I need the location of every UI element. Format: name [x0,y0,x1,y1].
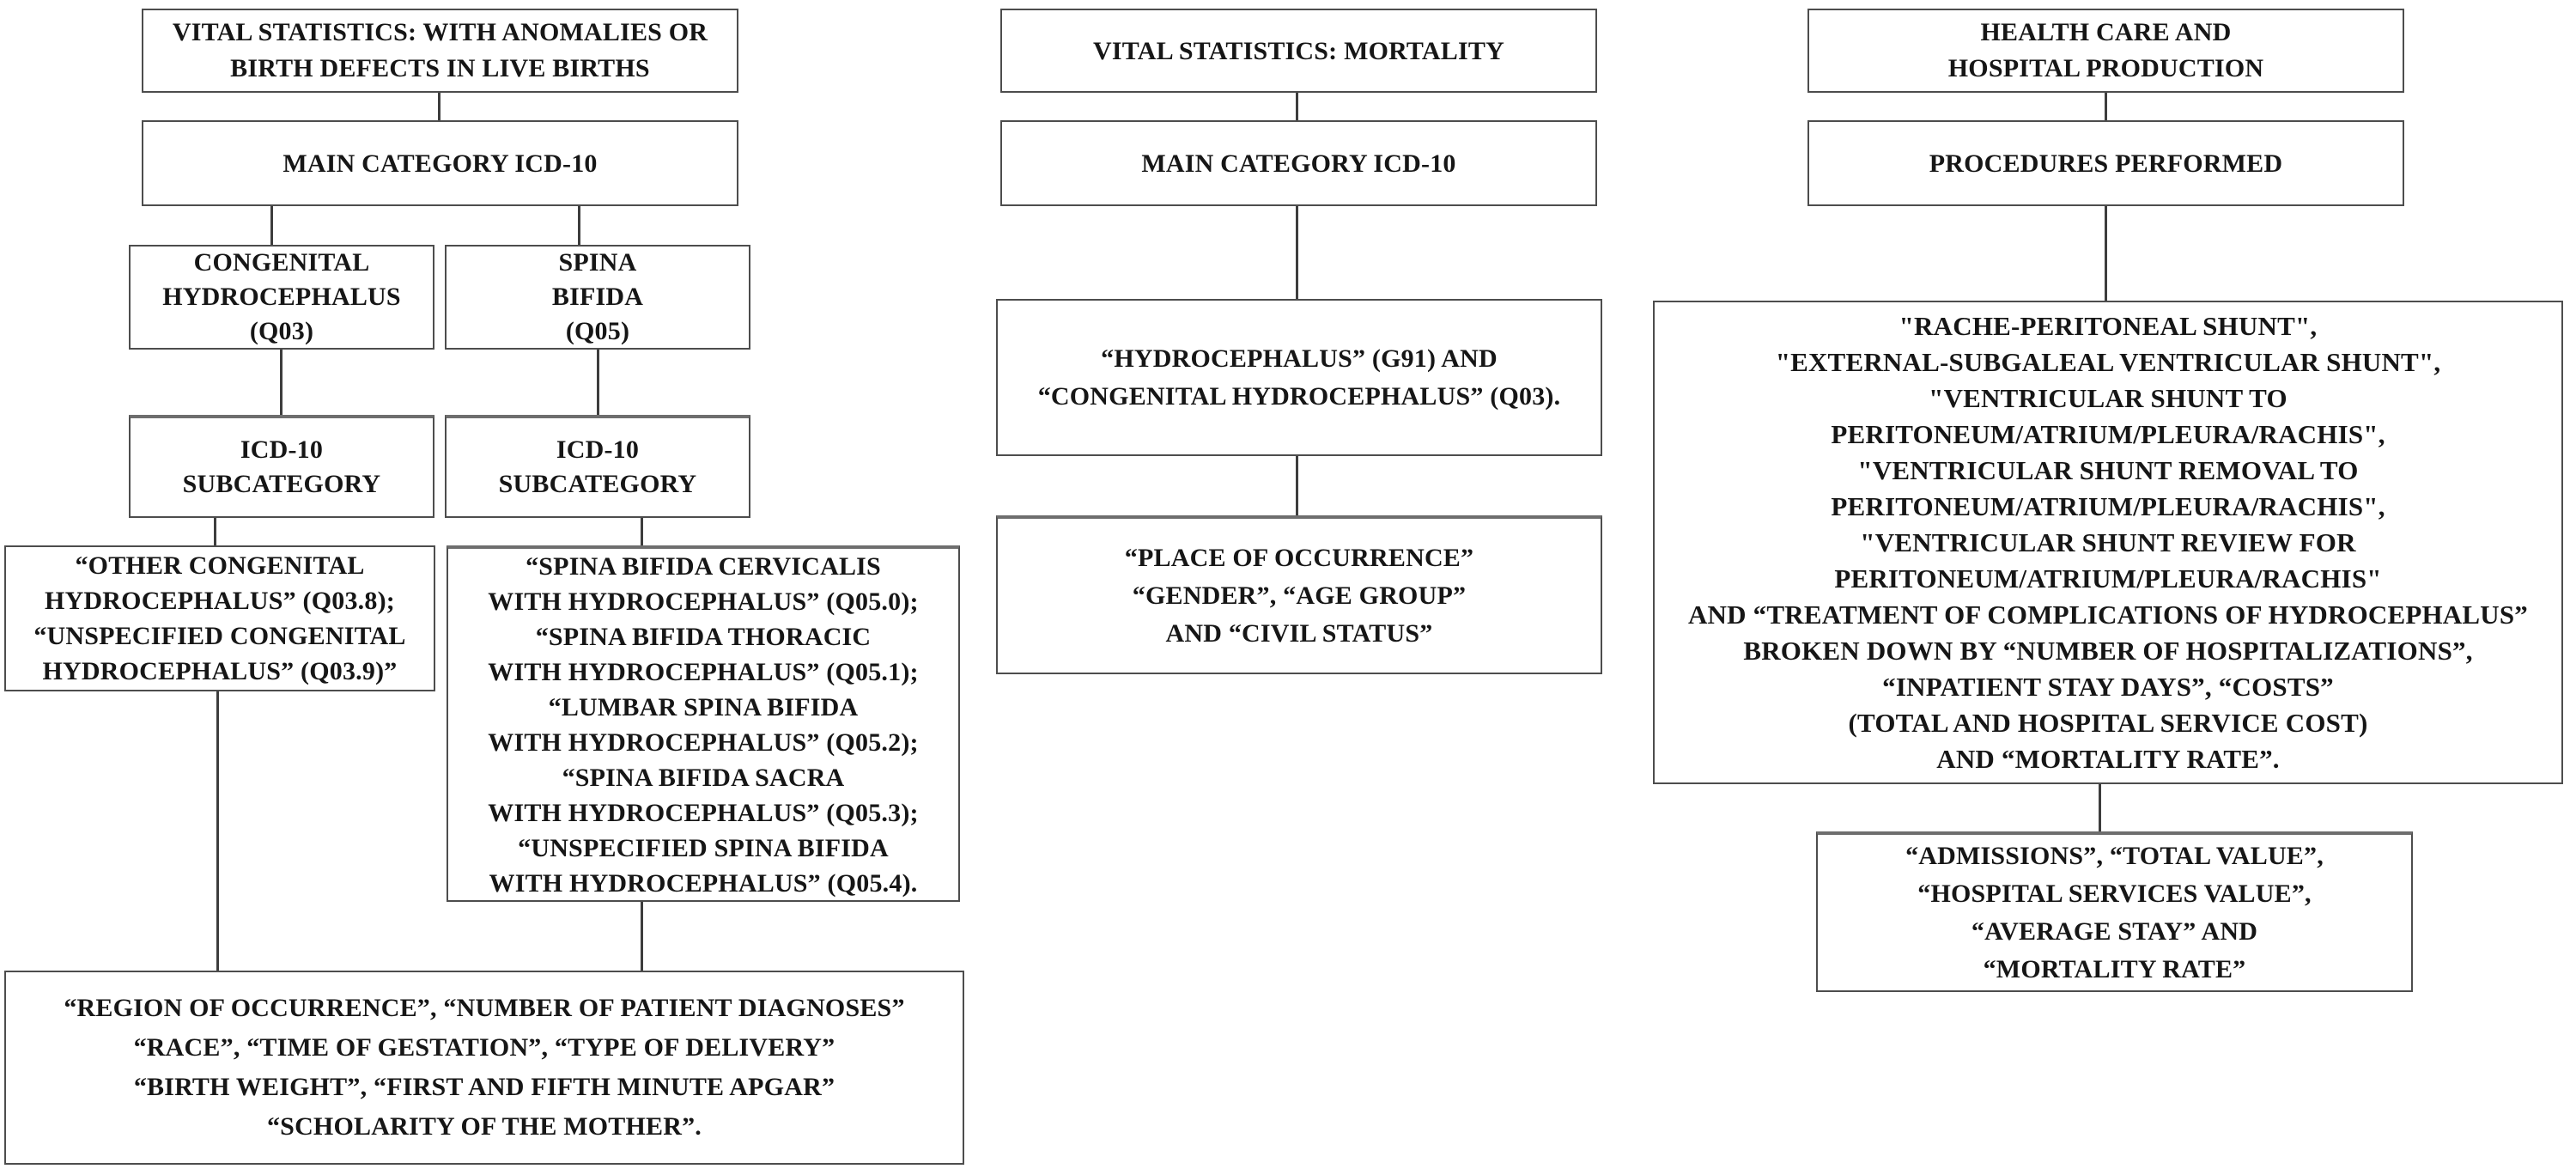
connector-l5-l7 [214,518,216,545]
box-live-births-variables-text: “REGION OF OCCURRENCE”, “NUMBER OF PATIE… [64,994,905,1141]
connector-r1-r2 [2105,93,2107,120]
box-live-births-source-text: VITAL STATISTICS: WITH ANOMALIES OR BIRT… [172,18,708,82]
connector-l7-l9 [216,691,219,971]
connector-l2-l4 [578,206,580,245]
box-live-births-source: VITAL STATISTICS: WITH ANOMALIES OR BIRT… [142,9,738,93]
box-spina-bifida-q05: SPINA BIFIDA (Q05) [445,245,750,350]
box-hospital-production-variables-text: “ADMISSIONS”, “TOTAL VALUE”, “HOSPITAL S… [1905,841,2324,983]
box-hospital-production-variables: “ADMISSIONS”, “TOTAL VALUE”, “HOSPITAL S… [1816,831,2413,992]
connector-m3-m4 [1296,456,1298,515]
box-icd10-subcategory-hydrocephalus: ICD-10 SUBCATEGORY [129,415,434,518]
box-spina-bifida-subcategories-list-text: “SPINA BIFIDA CERVICALIS WITH HYDROCEPHA… [488,551,919,898]
box-procedures-performed: PROCEDURES PERFORMED [1807,120,2404,206]
box-mortality-codes-text: “HYDROCEPHALUS” (G91) AND “CONGENITAL HY… [1037,344,1561,411]
box-spina-bifida-q05-text: SPINA BIFIDA (Q05) [551,248,644,345]
connector-l1-l2 [438,93,440,120]
box-icd10-subcategory-spina-bifida: ICD-10 SUBCATEGORY [445,415,750,518]
connector-l6-l8 [641,518,643,545]
box-procedures-list-text: "RACHE-PERITONEAL SHUNT", "EXTERNAL-SUBG… [1687,310,2529,774]
box-mortality-source-text: VITAL STATISTICS: MORTALITY [1093,36,1504,65]
connector-r3-r4 [2099,784,2101,831]
connector-l8-l9 [641,902,643,971]
box-main-category-icd10-left: MAIN CATEGORY ICD-10 [142,120,738,206]
box-congenital-hydrocephalus-q03: CONGENITAL HYDROCEPHALUS (Q03) [129,245,434,350]
box-mortality-codes: “HYDROCEPHALUS” (G91) AND “CONGENITAL HY… [996,299,1602,456]
box-main-category-icd10-middle: MAIN CATEGORY ICD-10 [1000,120,1597,206]
connector-l4-l6 [597,350,599,415]
box-icd10-subcategory-hydrocephalus-text: ICD-10 SUBCATEGORY [182,435,381,498]
connector-r2-r3 [2105,206,2107,301]
box-congenital-hydrocephalus-q03-text: CONGENITAL HYDROCEPHALUS (Q03) [162,248,401,345]
box-hydrocephalus-subcategories-list: “OTHER CONGENITAL HYDROCEPHALUS” (Q03.8)… [4,545,435,691]
connector-m2-m3 [1296,206,1298,299]
box-mortality-variables: “PLACE OF OCCURRENCE” “GENDER”, “AGE GRO… [996,515,1602,674]
box-procedures-list: "RACHE-PERITONEAL SHUNT", "EXTERNAL-SUBG… [1653,301,2563,784]
box-live-births-variables: “REGION OF OCCURRENCE”, “NUMBER OF PATIE… [4,971,964,1165]
box-hospital-production-source-text: HEALTH CARE AND HOSPITAL PRODUCTION [1947,18,2264,82]
box-hospital-production-source: HEALTH CARE AND HOSPITAL PRODUCTION [1807,9,2404,93]
box-mortality-variables-text: “PLACE OF OCCURRENCE” “GENDER”, “AGE GRO… [1124,543,1474,648]
box-icd10-subcategory-spina-bifida-text: ICD-10 SUBCATEGORY [498,435,697,498]
box-hydrocephalus-subcategories-list-text: “OTHER CONGENITAL HYDROCEPHALUS” (Q03.8)… [33,551,406,685]
box-spina-bifida-subcategories-list: “SPINA BIFIDA CERVICALIS WITH HYDROCEPHA… [447,545,960,902]
box-main-category-icd10-left-text: MAIN CATEGORY ICD-10 [283,149,598,178]
box-procedures-performed-text: PROCEDURES PERFORMED [1929,149,2283,178]
connector-l3-l5 [280,350,283,415]
connector-m1-m2 [1296,93,1298,120]
box-mortality-source: VITAL STATISTICS: MORTALITY [1000,9,1597,93]
box-main-category-icd10-middle-text: MAIN CATEGORY ICD-10 [1141,149,1456,178]
connector-l2-l3 [270,206,273,245]
